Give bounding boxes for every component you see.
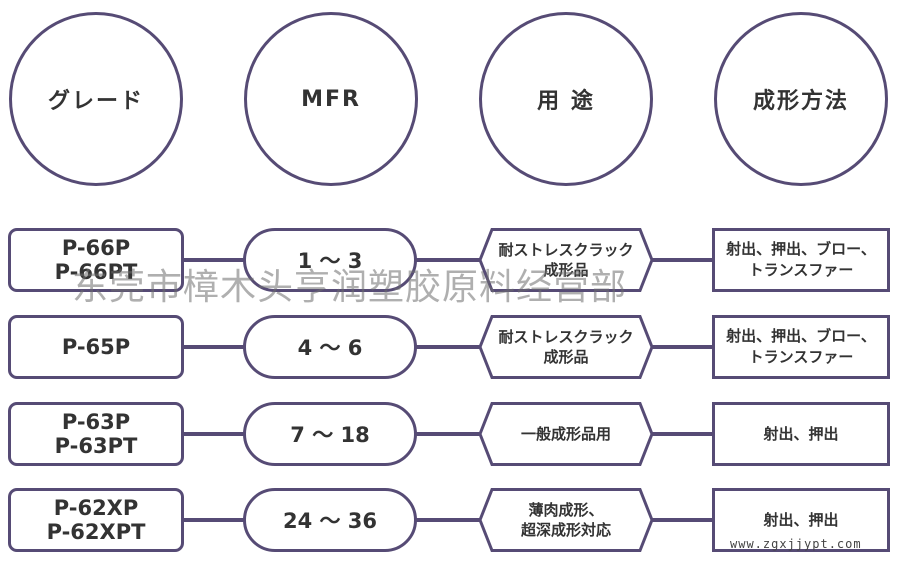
connector-line	[184, 518, 244, 522]
connector-line	[652, 345, 714, 349]
grade-name: P-65P	[61, 335, 131, 359]
mfr-value: 4 ～ 6	[297, 336, 363, 360]
method-text: 射出、押出	[763, 424, 839, 443]
watermark-text: 东莞市樟木头亨润塑胶原料经营部	[72, 267, 628, 308]
connector-line	[184, 258, 244, 262]
connector-line	[652, 518, 714, 522]
grade-name: P-63P	[61, 410, 131, 434]
hexagon-shape	[478, 488, 654, 552]
table-row: P-62XP P-62XPT 24 ～ 36 薄肉成形、 超深成形対応 射出、押…	[0, 488, 900, 552]
connector-line	[184, 432, 244, 436]
method-text: 射出、押出	[763, 510, 839, 529]
connector-line	[652, 258, 714, 262]
table-row: P-65P 4 ～ 6 耐ストレスクラック 成形品 射出、押出、ブロー、 トラン…	[0, 315, 900, 379]
use-hexagon: 一般成形品用	[478, 402, 654, 466]
use-text: 薄肉成形、	[528, 501, 604, 519]
connector-line	[652, 432, 714, 436]
mfr-pill: 7 ～ 18	[243, 402, 417, 466]
mfr-pill: 1 ～ 3	[243, 228, 417, 292]
mfr-pill: 24 ～ 36	[243, 488, 417, 552]
grade-box: P-63P P-63PT	[8, 402, 184, 466]
mfr-value: 7 ～ 18	[290, 423, 370, 447]
mfr-value: 1 ～ 3	[297, 249, 363, 273]
header-mfr: MFR	[244, 12, 418, 186]
method-box: 射出、押出、ブロー、 トランスファー	[712, 228, 890, 292]
method-box: 射出、押出	[712, 488, 890, 552]
grade-box: P-62XP P-62XPT	[8, 488, 184, 552]
header-grade-label: グレード	[47, 89, 144, 114]
header-use: 用 途	[479, 12, 653, 186]
connector-line	[416, 345, 480, 349]
use-text: 耐ストレスクラック	[498, 328, 634, 346]
use-text: 耐ストレスクラック	[498, 241, 634, 259]
connector-line	[184, 345, 244, 349]
use-hexagon: 耐ストレスクラック 成形品	[478, 228, 654, 292]
hexagon-shape	[478, 228, 654, 292]
header-grade: グレード	[9, 12, 183, 186]
use-hexagon: 薄肉成形、 超深成形対応	[478, 488, 654, 552]
grade-name: P-63PT	[54, 434, 138, 458]
use-text: 一般成形品用	[520, 425, 611, 443]
use-text: 成形品	[543, 261, 589, 279]
hexagon-shape	[478, 402, 654, 466]
method-text: トランスファー	[748, 348, 854, 366]
header-mfr-label: MFR	[301, 86, 361, 112]
header-method-label: 成形方法	[752, 89, 849, 114]
mfr-value: 24 ～ 36	[282, 509, 378, 533]
grade-name: P-66PT	[54, 260, 138, 284]
connector-line	[416, 258, 480, 262]
hexagon-shape	[478, 315, 654, 379]
grade-name: P-66P	[61, 236, 131, 260]
watermark-url: www.zgxjjypt.com	[730, 537, 862, 551]
method-box: 射出、押出、ブロー、 トランスファー	[712, 315, 890, 379]
header-use-label: 用 途	[537, 89, 595, 114]
header-method: 成形方法	[714, 12, 888, 186]
method-text: 射出、押出、ブロー、	[726, 327, 876, 345]
method-text: トランスファー	[748, 261, 854, 279]
table-row: P-63P P-63PT 7 ～ 18 一般成形品用 射出、押出	[0, 402, 900, 466]
connector-line	[416, 518, 480, 522]
use-hexagon: 耐ストレスクラック 成形品	[478, 315, 654, 379]
grade-name: P-62XPT	[46, 520, 146, 544]
table-row: P-66P P-66PT 1 ～ 3 耐ストレスクラック 成形品 射出、押出、ブ…	[0, 228, 900, 292]
connector-line	[416, 432, 480, 436]
grade-name: P-62XP	[53, 496, 139, 520]
grade-box: P-66P P-66PT	[8, 228, 184, 292]
use-text: 成形品	[543, 348, 589, 366]
grade-box: P-65P	[8, 315, 184, 379]
mfr-pill: 4 ～ 6	[243, 315, 417, 379]
method-text: 射出、押出、ブロー、	[726, 240, 876, 258]
use-text: 超深成形対応	[520, 521, 611, 539]
method-box: 射出、押出	[712, 402, 890, 466]
